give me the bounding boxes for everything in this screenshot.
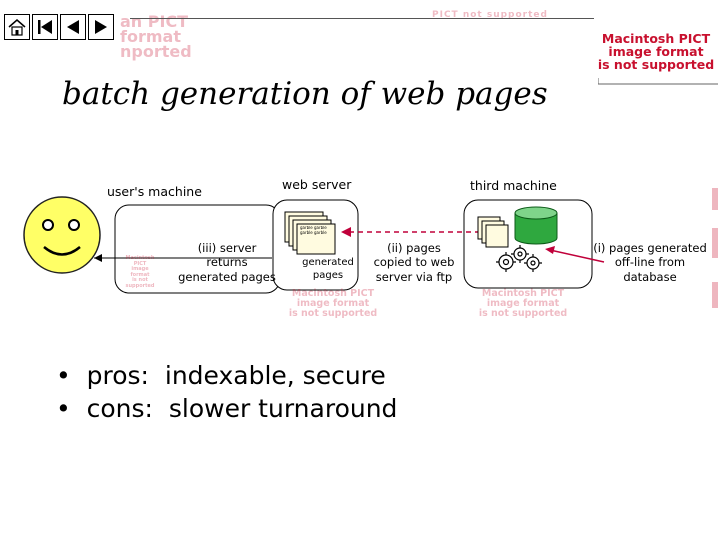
database-icon: [514, 206, 558, 245]
third-machine-label: third machine: [470, 178, 557, 193]
previous-slide-button[interactable]: [60, 14, 86, 40]
third-machine-pages-icon: [477, 216, 509, 248]
faded-pict-strip: PICT not supported: [432, 10, 548, 20]
home-icon: [8, 19, 26, 36]
web-pages-stack-icon: [284, 211, 336, 255]
diagram-graphics: [23, 188, 718, 308]
tiny-pict-line-3: is not supported: [125, 277, 155, 289]
bullet-pros: • pros: indexable, secure: [56, 361, 386, 390]
faded-third-pict-line-3: is not supported: [478, 307, 568, 319]
faded-third-pict-line-2: image format: [486, 297, 560, 309]
pages-copied-caption: (ii) pages copied to web server via ftp: [373, 241, 455, 284]
skip-back-icon: [38, 20, 52, 34]
corner-bracket: [598, 78, 718, 85]
generated-pages-caption: generated pages: [302, 257, 354, 281]
faded-pict-under-third-machine: Macintosh PICT image format is not suppo…: [478, 289, 568, 319]
bullet-cons: • cons: slower turnaround: [56, 393, 398, 423]
tiny-pict-line-1: Macintosh PICT: [125, 255, 155, 267]
slide-nav: [4, 14, 114, 40]
server-returns-caption: (iii) server returns generated pages: [178, 241, 276, 284]
right-edge-faded-marks: [712, 188, 718, 308]
pict-notice-line-3: is not supported: [597, 57, 715, 73]
next-slide-button[interactable]: [88, 14, 114, 40]
pict-notice-line-2: image format: [608, 44, 704, 60]
ftp-arrow: [341, 227, 480, 237]
page-stack-text: garble garble garble garble: [300, 226, 327, 235]
home-button[interactable]: [4, 14, 30, 40]
users-machine-label: user's machine: [107, 184, 202, 199]
faded-third-pict-line-1: Macintosh PICT: [481, 288, 565, 299]
back-arrow-icon: [67, 20, 79, 34]
web-server-label: web server: [282, 177, 352, 192]
pict-unsupported-notice: Macintosh PICT image format is not suppo…: [590, 31, 720, 73]
slide-title: batch generation of web pages: [62, 76, 548, 112]
header-rule: [130, 18, 594, 19]
faded-web-pict-line-1: Macintosh PICT: [291, 288, 375, 299]
return-arrow: [94, 254, 272, 262]
faded-pict-placeholder-top: an PICT format nported: [120, 12, 192, 62]
forward-arrow-icon: [95, 20, 107, 34]
first-slide-button[interactable]: [32, 14, 58, 40]
tiny-pict-line-2: image format: [130, 266, 150, 278]
gears-icon: [496, 245, 542, 272]
bullet-list: • pros: indexable, secure • cons: slower…: [56, 360, 397, 425]
generation-arrow: [545, 246, 605, 263]
faded-web-pict-line-2: image format: [296, 297, 370, 309]
user-smiley-icon: [23, 196, 101, 274]
pages-generated-caption: (i) pages generated off-line from databa…: [593, 241, 707, 284]
pict-notice-line-1: Macintosh PICT: [601, 31, 711, 46]
faded-pict-small: Macintosh PICT image format is not suppo…: [122, 255, 158, 289]
faded-pict-under-web-server: Macintosh PICT image format is not suppo…: [288, 289, 378, 319]
faded-web-pict-line-3: is not supported: [288, 307, 378, 319]
